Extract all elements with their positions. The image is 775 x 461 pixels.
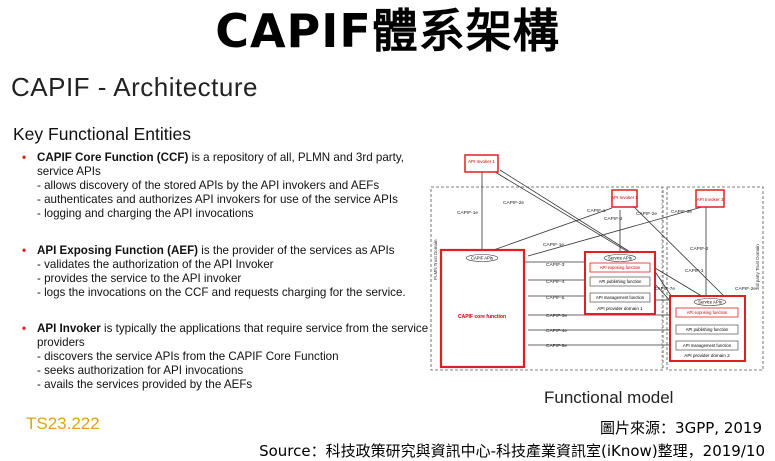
- image-source-credit: 圖片來源：3GPP, 2019: [600, 419, 762, 437]
- ref-label: CAPIF-4e: [546, 328, 567, 334]
- entity-point: - allows discovery of the stored APIs by…: [37, 179, 380, 192]
- ref-label: CAPIF-2e: [636, 211, 657, 217]
- slide-subtitle: CAPIF - Architecture: [11, 72, 258, 102]
- api-publishing-function-2-label: API publishing function: [686, 327, 729, 332]
- api-invoker-2-box: [611, 189, 638, 208]
- ref-label: CAPIF-2e: [735, 286, 756, 292]
- reference-point-lines: [481, 169, 726, 346]
- entity-point: - logging and charging the API invocatio…: [37, 207, 254, 220]
- capif-apis-label: CAPIF APIs: [471, 256, 493, 261]
- service-apis-ellipse: [603, 254, 637, 262]
- entity-description: is the provider of the services as APIs: [198, 244, 395, 257]
- ref-label: CAPIF-3: [546, 262, 565, 268]
- api-exposing-function-2-box: [675, 307, 739, 318]
- bullet-icon: •: [22, 244, 27, 257]
- service-apis-label-2: Service APIs: [698, 300, 722, 305]
- service-apis-label: Service APIs: [608, 256, 632, 261]
- plmn-domain-label: PLMN Trust Domain: [433, 239, 438, 280]
- plmn-trust-domain: [430, 186, 664, 371]
- ref-label: CAPIF-1e: [543, 242, 564, 248]
- entity-ccf: • CAPIF Core Function (CCF) is a reposit…: [22, 151, 432, 221]
- entity-point: - provides the service to the API invoke…: [37, 272, 242, 285]
- entities-list: • CAPIF Core Function (CCF) is a reposit…: [22, 151, 432, 411]
- ref-label: CAPIF-1: [685, 268, 704, 274]
- ref-label: CAPIF-7e: [654, 286, 675, 292]
- ref-label: CAPIF-3e: [546, 313, 567, 319]
- entity-point: - discovers the service APIs from the CA…: [37, 350, 339, 363]
- api-publishing-function-1-box: [589, 276, 651, 287]
- entity-point: - logs the invocations on the CCF and re…: [37, 286, 406, 299]
- bullet-icon: •: [22, 322, 27, 335]
- api-invoker-3-box: [695, 189, 725, 208]
- ref-label: CAPIF-2e: [503, 200, 524, 206]
- api-publishing-function-2-box: [675, 324, 739, 335]
- source-credit: Source：科技政策研究與資訊中心-科技產業資訊室(iKnow)整理，2019…: [259, 442, 765, 460]
- ref-label: CAPIF-2: [690, 246, 709, 252]
- ref-label: CAPIF-2: [604, 216, 623, 222]
- page-title: CAPIF體系架構: [215, 4, 560, 58]
- api-provider-domain-2-label: API provider domain 2: [684, 353, 730, 358]
- entity-term: API Invoker: [37, 322, 101, 335]
- capif-apis-ellipse: [465, 254, 499, 262]
- entity-term: CAPIF Core Function (CCF): [37, 151, 189, 164]
- api-management-function-2-box: [675, 340, 739, 351]
- api-invoker-2-label: API Invoker 2: [611, 195, 639, 200]
- entity-description: is typically the applications that requi…: [37, 322, 429, 349]
- entity-point: - validates the authorization of the API…: [37, 258, 274, 271]
- api-management-function-2-label: API management function: [683, 343, 732, 348]
- api-publishing-function-1-label: API publishing function: [599, 279, 642, 284]
- api-exposing-function-2-label: API exposing function: [687, 310, 728, 315]
- entity-term: API Exposing Function (AEF): [37, 244, 199, 257]
- entity-description: is a repository of all, PLMN and 3rd par…: [37, 151, 405, 178]
- reference-point-labels: CAPIF-1e CAPIF-2e CAPIF-1 CAPIF-2 CAPIF-…: [457, 200, 756, 349]
- api-management-function-1-box: [589, 292, 651, 303]
- bullet-icon: •: [22, 151, 27, 164]
- api-exposing-function-1-box: [589, 262, 651, 273]
- entity-aef: • API Exposing Function (AEF) is the pro…: [22, 244, 432, 300]
- ref-label: CAPIF-4: [546, 279, 565, 285]
- api-management-function-1-label: API management function: [596, 295, 645, 300]
- service-apis-ellipse-2: [693, 298, 727, 306]
- ref-label: CAPIF-1e: [457, 210, 478, 216]
- entity-api-invoker: • API Invoker is typically the applicati…: [22, 322, 432, 392]
- entity-point: - seeks authorization for API invocation…: [37, 364, 244, 377]
- entities-heading: Key Functional Entities: [13, 124, 192, 144]
- api-provider-domain-1-box: [584, 251, 656, 315]
- ref-label: CAPIF-5e: [546, 343, 567, 349]
- ref-label: CAPIF-3e: [671, 209, 692, 215]
- api-invoker-1-box: [464, 154, 499, 173]
- api-invoker-1-label: API Invoker 1: [468, 159, 496, 164]
- ref-label: CAPIF-5: [546, 295, 565, 301]
- capif-core-function-box: [439, 248, 526, 369]
- diagram-caption: Functional model: [544, 388, 674, 407]
- api-invoker-3-label: API Invoker 3: [696, 197, 724, 202]
- entity-point: - authenticates and authorizes API invok…: [37, 193, 398, 206]
- entity-point: - avails the services provided by the AE…: [37, 378, 253, 391]
- spec-reference: TS23.222: [26, 414, 100, 433]
- third-party-domain-label: 3rd party Trust Domain: [755, 244, 760, 290]
- api-provider-domain-1-label: API provider domain 1: [597, 306, 643, 311]
- third-party-trust-domain: [666, 186, 764, 371]
- capif-core-function-label: CAPIF core function: [458, 314, 506, 320]
- api-exposing-function-1-label: API exposing function: [600, 265, 641, 270]
- ref-label: CAPIF-1: [587, 208, 606, 214]
